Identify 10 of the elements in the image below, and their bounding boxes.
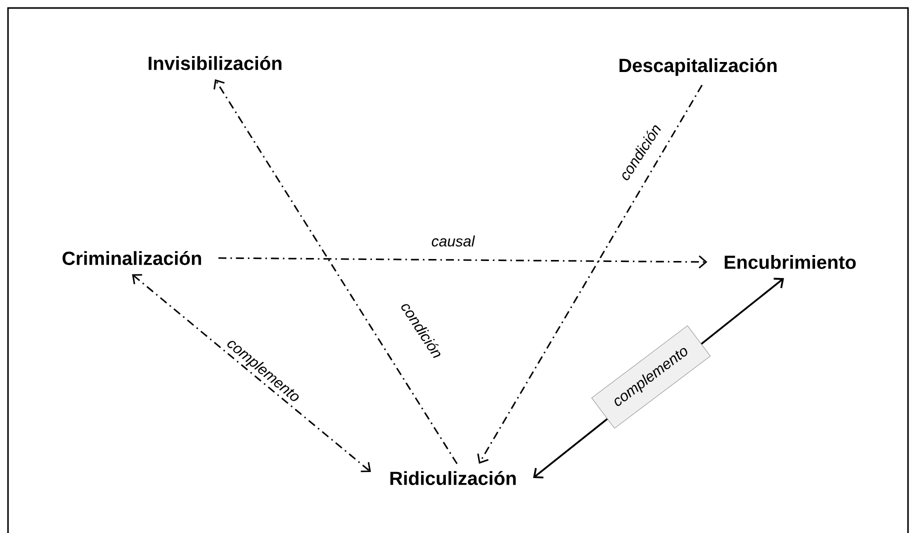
concept-label: Invisibilización [148,56,282,70]
arrow [214,79,458,464]
arrow [477,84,703,464]
arrow [218,255,708,269]
concept-label: Encubrimiento [724,255,856,269]
arrow [132,274,371,472]
concept-label: Descapitalización [620,58,777,76]
concept-label: Ridiculización [390,470,516,486]
edge-label: causal [432,236,476,246]
concept-label: Criminalización [62,250,202,266]
